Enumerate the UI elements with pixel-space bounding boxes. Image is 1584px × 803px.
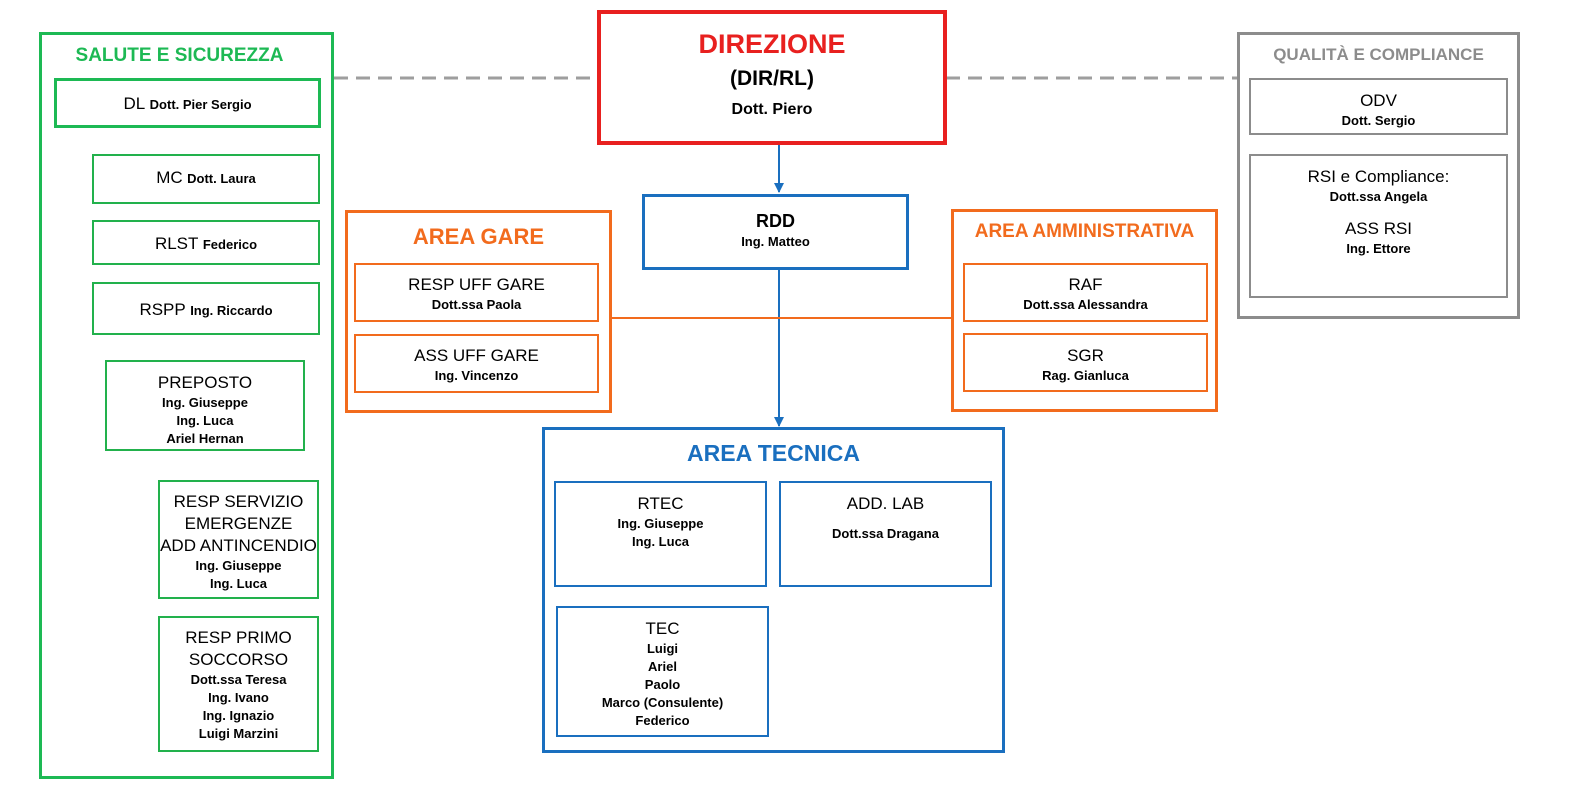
rspp-name: Ing. Riccardo xyxy=(190,303,273,318)
preposto-box: PREPOSTO Ing. Giuseppe Ing. Luca Ariel H… xyxy=(105,360,305,451)
salute-sicurezza-title: SALUTE E SICUREZZA xyxy=(75,45,284,66)
resp-uff-gare-box: RESP UFF GARE Dott.ssa Paola xyxy=(354,263,599,322)
soccorso-box: RESP PRIMO SOCCORSO Dott.ssa Teresa Ing.… xyxy=(158,616,319,752)
dl-box: DL Dott. Pier Sergio xyxy=(54,78,321,128)
area-tecnica-title: AREA TECNICA xyxy=(687,440,860,466)
odv-box: ODV Dott. Sergio xyxy=(1249,78,1508,135)
sgr-box: SGR Rag. Gianluca xyxy=(963,333,1208,392)
ass-uff-gare-box: ASS UFF GARE Ing. Vincenzo xyxy=(354,334,599,393)
area-amministrativa-title: AREA AMMINISTRATIVA xyxy=(974,221,1195,242)
rsi-box: RSI e Compliance: Dott.ssa Angela ASS RS… xyxy=(1249,154,1508,298)
qualita-compliance-title: QUALITÀ E COMPLIANCE xyxy=(1273,45,1484,64)
mc-box: MC Dott. Laura xyxy=(92,154,320,204)
direzione-box: DIREZIONE (DIR/RL) Dott. Piero xyxy=(597,10,947,145)
tec-box: TEC Luigi Ariel Paolo Marco (Consulente)… xyxy=(556,606,769,737)
direzione-title: DIREZIONE xyxy=(698,29,846,59)
raf-box: RAF Dott.ssa Alessandra xyxy=(963,263,1208,322)
direzione-code: (DIR/RL) xyxy=(730,67,814,90)
add-lab-box: ADD. LAB Dott.ssa Dragana xyxy=(779,481,992,587)
rspp-box: RSPP Ing. Riccardo xyxy=(92,282,320,335)
dl-name: Dott. Pier Sergio xyxy=(149,97,252,112)
direzione-name: Dott. Piero xyxy=(731,101,813,118)
rdd-box: RDD Ing. Matteo xyxy=(642,194,909,270)
area-gare-title: AREA GARE xyxy=(412,224,545,249)
emergenze-box: RESP SERVIZIO EMERGENZE ADD ANTINCENDIO … xyxy=(158,480,319,599)
mc-name: Dott. Laura xyxy=(187,171,256,186)
rlst-box: RLST Federico xyxy=(92,220,320,265)
rlst-name: Federico xyxy=(202,237,258,252)
rtec-box: RTEC Ing. Giuseppe Ing. Luca xyxy=(554,481,767,587)
